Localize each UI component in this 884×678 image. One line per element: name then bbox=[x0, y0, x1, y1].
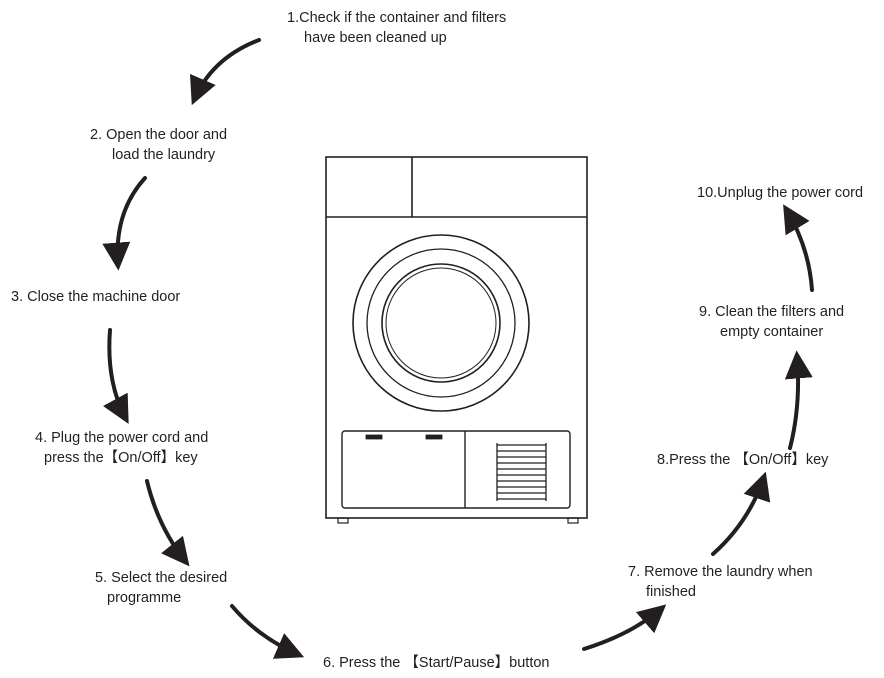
arrow-9-to-10 bbox=[783, 204, 814, 292]
dryer-door-glass-inner bbox=[385, 267, 497, 379]
step-1-line-2: have been cleaned up bbox=[304, 30, 447, 46]
step-7-label: 7. Remove the laundry when finished bbox=[628, 562, 813, 602]
step-9-label: 9. Clean the filters and empty container bbox=[699, 302, 844, 342]
dryer-lower-panel bbox=[341, 430, 571, 509]
step-6-label: 6. Press the 【Start/Pause】button bbox=[323, 653, 549, 673]
dryer-illustration bbox=[325, 156, 588, 524]
arrow-2-to-3 bbox=[102, 176, 147, 271]
step-7-line-1: 7. Remove the laundry when bbox=[628, 564, 813, 580]
step-10-line-1: 10.Unplug the power cord bbox=[697, 185, 864, 201]
arrow-6-to-7 bbox=[582, 604, 667, 651]
step-2-line-2: load the laundry bbox=[112, 147, 216, 163]
arrow-1-to-2 bbox=[189, 38, 261, 106]
dryer-foot-left bbox=[337, 517, 349, 524]
step-9-line-2: empty container bbox=[720, 324, 824, 340]
dryer-door-glass bbox=[381, 263, 501, 383]
dryer-door-mid-ring bbox=[366, 248, 516, 398]
dryer-vent-grille bbox=[496, 443, 547, 501]
step-5-line-1: 5. Select the desired bbox=[95, 570, 228, 586]
step-8-label: 8.Press the 【On/Off】key bbox=[657, 450, 828, 470]
step-7-line-2: finished bbox=[646, 584, 696, 600]
step-9-line-1: 9. Clean the filters and bbox=[699, 304, 845, 320]
step-10-label: 10.Unplug the power cord bbox=[697, 183, 863, 203]
arrow-4-to-5 bbox=[145, 479, 190, 567]
arrow-3-to-4 bbox=[103, 328, 129, 424]
step-1-label: 1.Check if the container and filters hav… bbox=[287, 8, 506, 48]
step-4-label: 4. Plug the power cord and press the【On/… bbox=[35, 428, 208, 468]
step-6-line-1: 6. Press the 【Start/Pause】button bbox=[323, 655, 550, 671]
arrow-7-to-8 bbox=[711, 471, 771, 556]
step-4-line-1: 4. Plug the power cord and bbox=[35, 430, 209, 446]
dryer-door-outer-ring bbox=[352, 234, 530, 412]
dryer-label-left bbox=[365, 434, 383, 440]
step-4-line-2: press the【On/Off】key bbox=[44, 450, 198, 466]
step-2-label: 2. Open the door and load the laundry bbox=[90, 125, 227, 165]
step-3-line-1: 3. Close the machine door bbox=[11, 289, 181, 305]
arrow-8-to-9 bbox=[784, 350, 813, 450]
step-1-line-1: 1.Check if the container and filters bbox=[287, 10, 507, 26]
step-5-line-2: programme bbox=[107, 590, 182, 606]
step-3-label: 3. Close the machine door bbox=[11, 287, 180, 307]
step-5-label: 5. Select the desired programme bbox=[95, 568, 227, 608]
dryer-foot-right bbox=[567, 517, 579, 524]
step-8-line-1: 8.Press the 【On/Off】key bbox=[657, 452, 829, 468]
dryer-body bbox=[325, 156, 588, 519]
arrow-5-to-6 bbox=[230, 604, 305, 659]
step-2-line-1: 2. Open the door and bbox=[90, 127, 228, 143]
dryer-label-right bbox=[425, 434, 443, 440]
